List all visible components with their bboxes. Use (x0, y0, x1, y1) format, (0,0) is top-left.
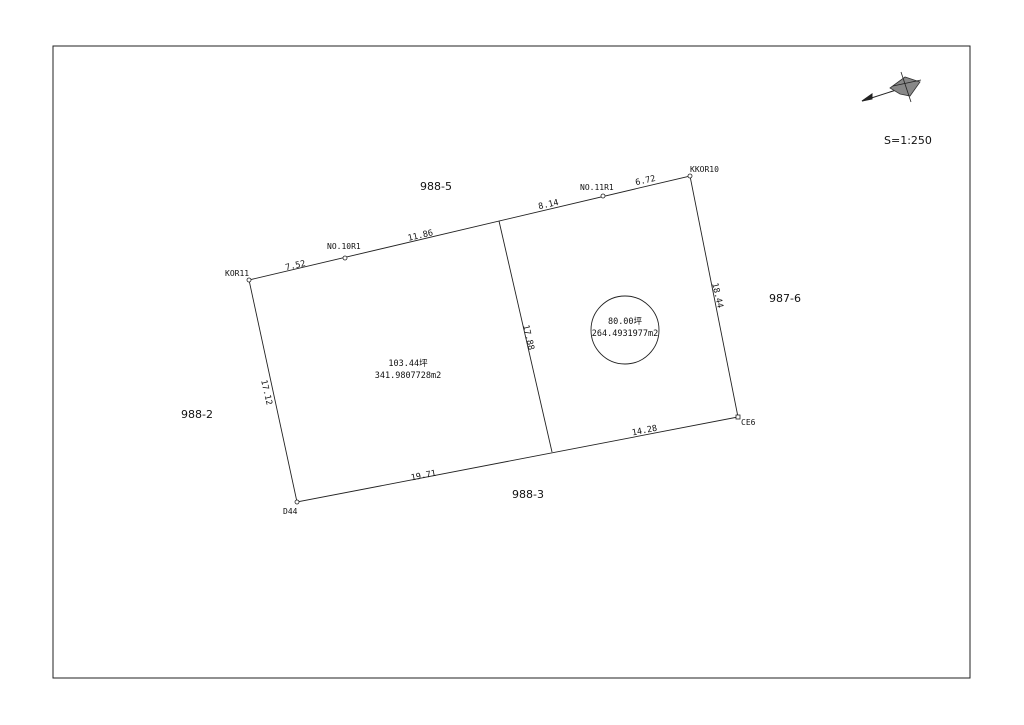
marker-no10r1 (342, 255, 348, 261)
dim-middle: 17.88 (520, 324, 536, 351)
point-label-d44: D44 (283, 507, 298, 516)
west-parcel-tsubo: 103.44坪 (388, 359, 428, 369)
east-parcel-area: 264.4931977m2 (592, 329, 659, 339)
dim-right: 18.44 (709, 282, 725, 309)
dim-top-d: 6.72 (634, 174, 656, 188)
selected-parcel-circle (590, 295, 660, 365)
dim-top-c: 8.14 (537, 198, 559, 212)
marker-kkor10 (687, 173, 693, 179)
point-label-no11r1: NO.11R1 (580, 183, 614, 192)
dim-top-b: 11.86 (407, 228, 434, 244)
outer-boundary (248, 175, 739, 503)
dim-top-a: 7.52 (284, 259, 306, 273)
neighbor-west: 988-2 (181, 408, 213, 421)
point-label-kor11: KOR11 (225, 269, 249, 278)
neighbor-south: 988-3 (512, 488, 544, 501)
dim-bottom-a: 19.71 (410, 469, 437, 484)
point-label-kkor10: KKOR10 (690, 165, 719, 174)
dim-bottom-b: 14.28 (631, 424, 658, 439)
point-label-ce6: CE6 (741, 418, 756, 427)
marker-ce6 (735, 414, 741, 420)
west-parcel-area: 341.9807728m2 (375, 371, 442, 381)
marker-d44 (294, 499, 300, 505)
neighbor-east: 987-6 (769, 292, 801, 305)
point-label-no10r1: NO.10R1 (327, 242, 361, 251)
division-line (498, 220, 553, 453)
neighbor-north: 988-5 (420, 180, 452, 193)
north-arrow-icon (861, 71, 922, 103)
marker-kor11 (246, 277, 252, 283)
survey-markers (246, 173, 741, 505)
scale-label: S=1:250 (884, 134, 932, 147)
marker-no11r1 (600, 193, 606, 199)
sheet-border (52, 45, 971, 679)
east-parcel-tsubo: 80.00坪 (608, 317, 643, 327)
parcel-boundaries (248, 175, 739, 503)
